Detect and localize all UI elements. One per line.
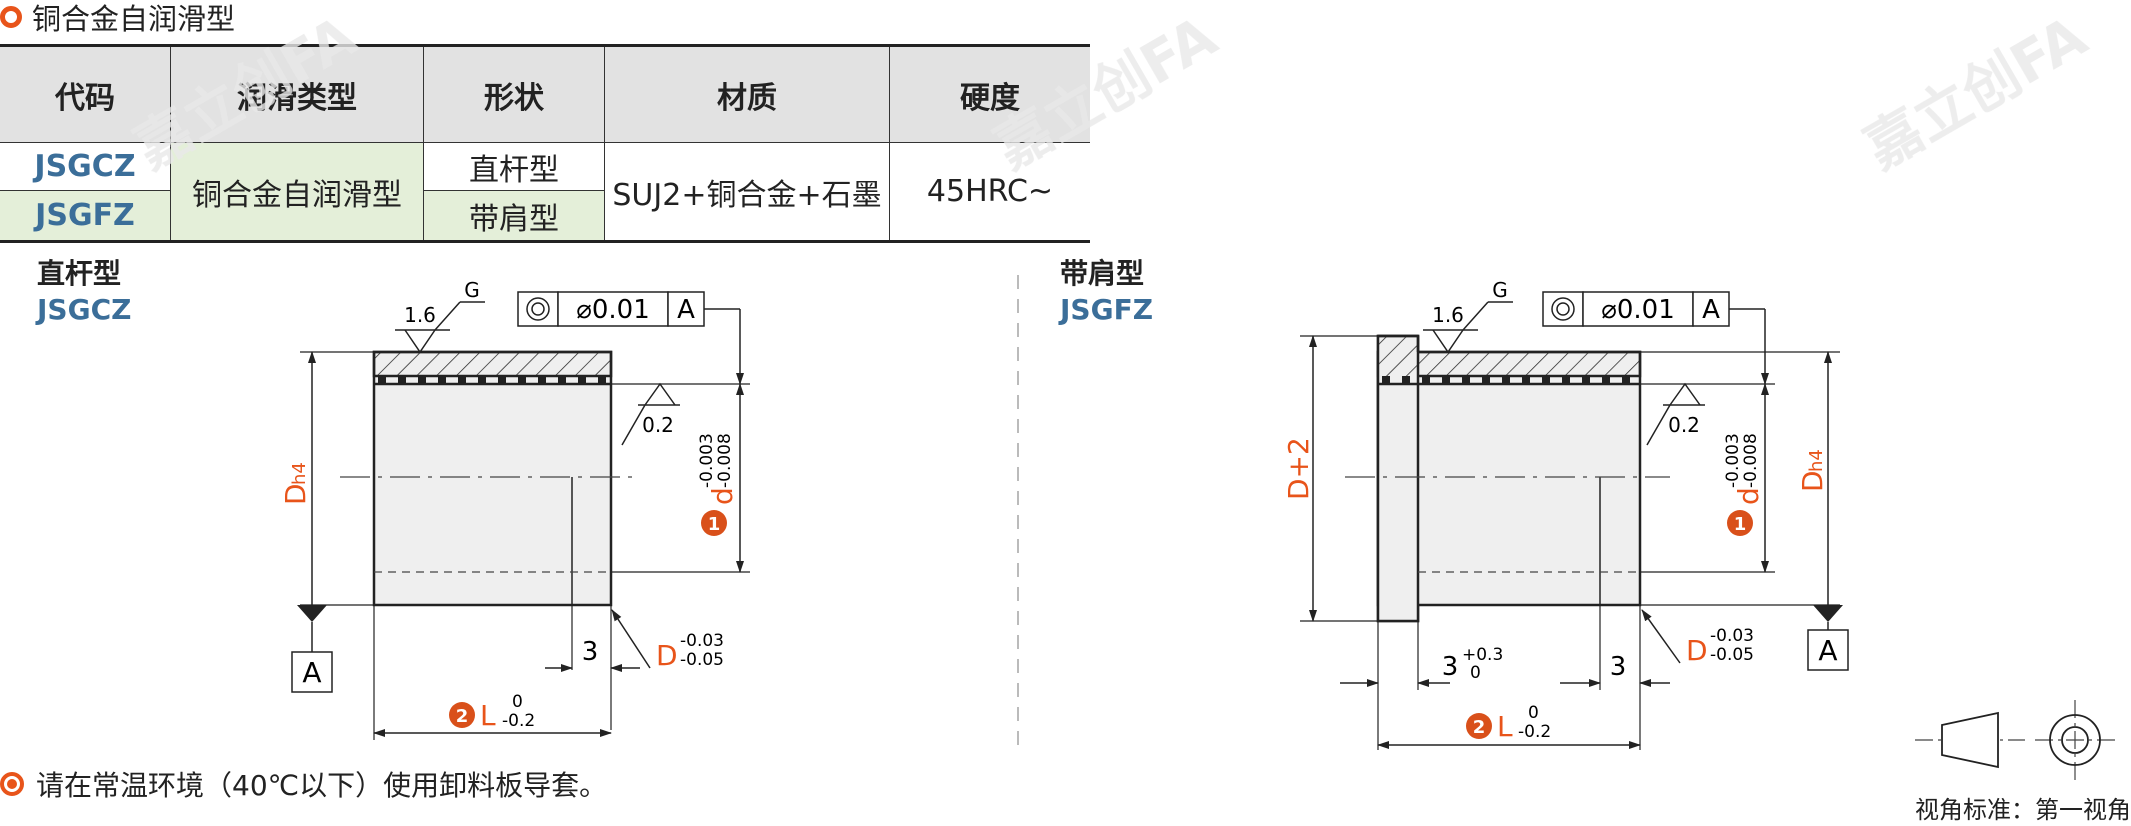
code-cell: JSGCZ: [0, 142, 171, 191]
tolerance-value: ⌀0.01: [1601, 295, 1675, 325]
datum-box-text: A: [302, 656, 321, 689]
badge-1: 1: [1734, 514, 1747, 535]
graphite-dots: [378, 376, 606, 384]
D-label: D: [1796, 470, 1829, 492]
shoulder-len: 3: [1442, 652, 1459, 682]
straight-code: JSGCZ: [37, 293, 132, 326]
table-row: JSGCZ 铜合金自润滑型 直杆型 SUJ2+铜合金+石墨 45HRC~: [0, 142, 1090, 242]
badge-1: 1: [708, 514, 721, 535]
D-sub: h4: [1806, 449, 1827, 472]
shoulder-drawing: D+2 1.6 G ⌀0.01 A 0.2 1 d -0.003 -0.008: [1282, 278, 1849, 750]
grind-mark: G: [464, 278, 480, 302]
svg-text:嘉立创FA: 嘉立创FA: [125, 4, 369, 182]
D2-tol-upper: -0.03: [680, 631, 724, 651]
L-tol-lower: -0.2: [502, 711, 535, 731]
roughness-value: 1.6: [404, 303, 436, 327]
note-bullet-icon: [0, 772, 24, 796]
header-hardness: 硬度: [889, 45, 1090, 143]
chamfer-value: 3: [582, 637, 599, 667]
roughness-value: 1.6: [1432, 303, 1464, 327]
shape-cell: 带肩型: [423, 190, 605, 242]
badge-2: 2: [456, 706, 469, 727]
shoulder-tol-upper: +0.3: [1462, 645, 1503, 665]
D-sub: h4: [289, 462, 310, 485]
D2-label: D: [656, 639, 678, 672]
perp-value: 0.2: [642, 413, 674, 437]
d-label: d: [1732, 487, 1765, 505]
L-label: L: [480, 699, 496, 732]
section-title: 铜合金自润滑型: [0, 0, 235, 36]
shoulder-name: 带肩型: [1060, 257, 1145, 290]
perp-value: 0.2: [1668, 413, 1700, 437]
hardness-cell: 45HRC~: [889, 142, 1090, 242]
L-tol-upper: 0: [512, 692, 523, 712]
circle-bullet-icon: [0, 6, 22, 28]
table-row: JSGFZ 带肩型: [0, 190, 1090, 242]
section-title-text: 铜合金自润滑型: [32, 2, 236, 36]
table-header-row: 代码 润滑类型 形状 材质 硬度: [0, 45, 1090, 143]
tolerance-datum: A: [677, 295, 695, 325]
graphite-dots: [1382, 376, 1630, 384]
usage-note: 请在常温环境（40℃以下）使用卸料板导套。: [0, 764, 607, 804]
Dplus-label: D+2: [1282, 437, 1315, 500]
tolerance-value: ⌀0.01: [576, 295, 650, 325]
shoulder-label: 带肩型 JSGFZ: [1060, 256, 1153, 328]
header-shape: 形状: [423, 45, 605, 143]
header-material: 材质: [604, 45, 890, 143]
D2-tol-lower: -0.05: [680, 650, 724, 670]
straight-drawing: A D h4 1.6 G ⌀0.01 A 0.2 1 d -0.003 -0.0…: [279, 278, 750, 740]
D2-tol-lower: -0.05: [1710, 645, 1754, 665]
d-tol-upper: -0.003: [697, 433, 717, 488]
straight-name: 直杆型: [37, 257, 122, 290]
tolerance-datum: A: [1702, 295, 1720, 325]
d-tol-upper: -0.003: [1723, 433, 1743, 488]
grind-mark: G: [1492, 278, 1508, 302]
svg-text:嘉立创FA: 嘉立创FA: [985, 4, 1229, 182]
header-lubrication: 润滑类型: [170, 45, 424, 143]
lubrication-cell: 铜合金自润滑型: [170, 142, 424, 242]
chamfer-value: 3: [1610, 652, 1627, 682]
view-standard-label: 视角标准：第一视角: [1915, 796, 2131, 824]
badge-2: 2: [1473, 717, 1486, 738]
svg-text:嘉立创FA: 嘉立创FA: [1855, 4, 2099, 182]
spec-table: 代码 润滑类型 形状 材质 硬度 JSGCZ 铜合金自润滑型 直杆型 SUJ2+…: [0, 44, 1090, 243]
code-cell: JSGFZ: [0, 190, 171, 242]
d-label: d: [706, 487, 739, 505]
L-label: L: [1497, 710, 1513, 743]
shoulder-code: JSGFZ: [1060, 293, 1153, 326]
shoulder-tol-lower: 0: [1470, 663, 1481, 683]
d-tol-lower: -0.008: [1741, 433, 1761, 488]
note-text: 请在常温环境（40℃以下）使用卸料板导套。: [36, 769, 608, 802]
shape-cell: 直杆型: [423, 142, 605, 191]
D-label: D: [279, 483, 312, 505]
D2-label: D: [1686, 634, 1708, 667]
L-tol-upper: 0: [1528, 703, 1539, 723]
header-code: 代码: [0, 45, 171, 143]
material-cell: SUJ2+铜合金+石墨: [604, 142, 890, 242]
watermark: 嘉立创FA 嘉立创FA 嘉立创FA: [125, 4, 2099, 182]
straight-label: 直杆型 JSGCZ: [37, 256, 131, 328]
D2-tol-upper: -0.03: [1710, 626, 1754, 646]
datum-box-text: A: [1818, 634, 1837, 667]
projection-symbol-icon: [1915, 700, 2115, 780]
L-tol-lower: -0.2: [1518, 722, 1551, 742]
d-tol-lower: -0.008: [715, 433, 735, 488]
